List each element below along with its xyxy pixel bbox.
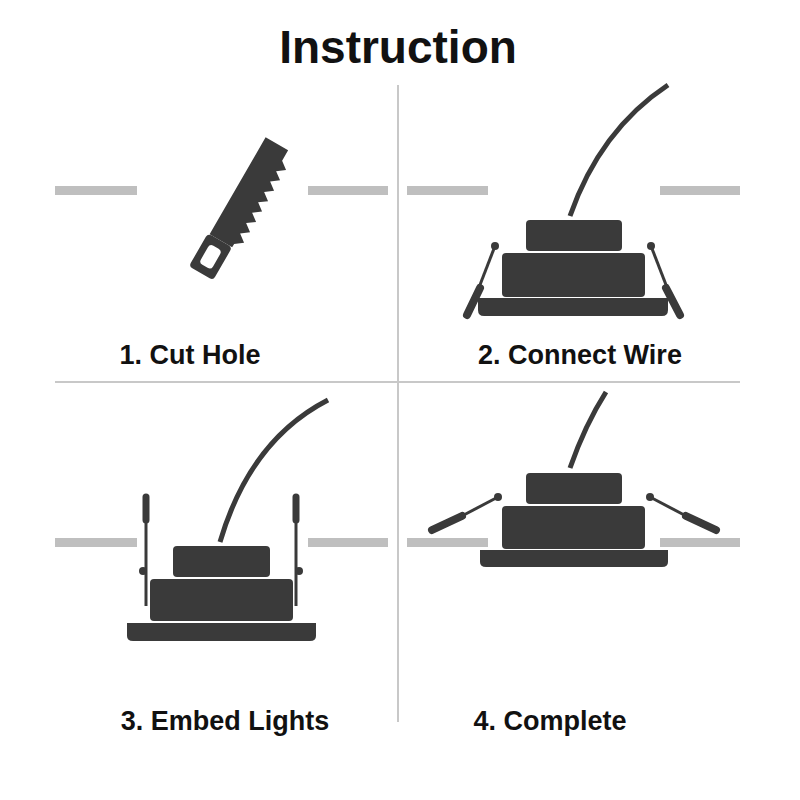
- step-caption: 1. Cut Hole: [119, 340, 260, 371]
- step-caption: 4. Complete: [473, 706, 626, 737]
- diagram-title: Instruction: [279, 20, 517, 74]
- step-caption: 3. Embed Lights: [121, 706, 330, 737]
- step-caption: 2. Connect Wire: [478, 340, 682, 371]
